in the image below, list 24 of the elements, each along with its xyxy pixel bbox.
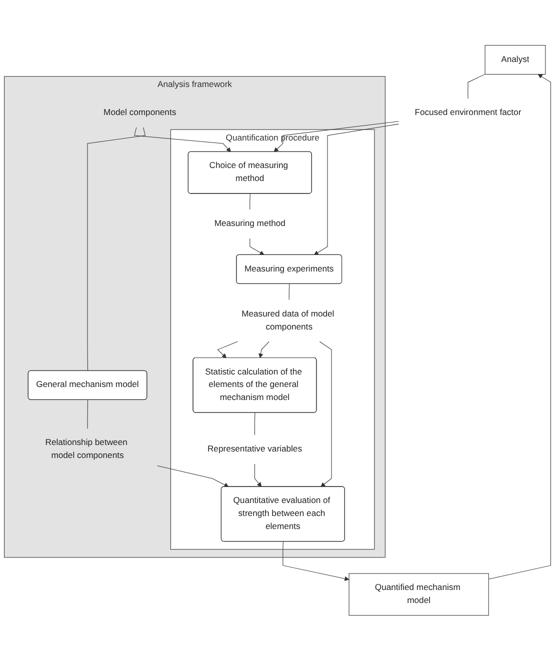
node-text: Representative variables: [207, 444, 302, 454]
connector: [87, 127, 146, 372]
connector: [87, 400, 88, 429]
arrow: [157, 466, 229, 488]
arrow: [319, 342, 332, 488]
node-text: Focused environment factor: [414, 108, 522, 118]
arrow: [314, 124, 399, 256]
node-text: Model components: [104, 108, 176, 118]
arrow: [258, 342, 270, 358]
connector: [468, 74, 486, 99]
node-box: Quantified mechanism model: [348, 573, 489, 616]
connector: [254, 412, 256, 436]
node-text: Measured data of model components: [242, 310, 334, 332]
node-text: Measuring method: [214, 219, 286, 228]
arrow: [488, 74, 551, 580]
node-box: Analyst: [484, 45, 546, 75]
connector: [288, 284, 290, 300]
arrow: [217, 342, 238, 358]
arrow: [134, 127, 231, 152]
arrow: [254, 464, 262, 488]
arrow: [250, 238, 264, 256]
node-text: Relationship between model components: [45, 438, 128, 460]
arrow: [282, 541, 350, 582]
arrow: [274, 121, 399, 152]
